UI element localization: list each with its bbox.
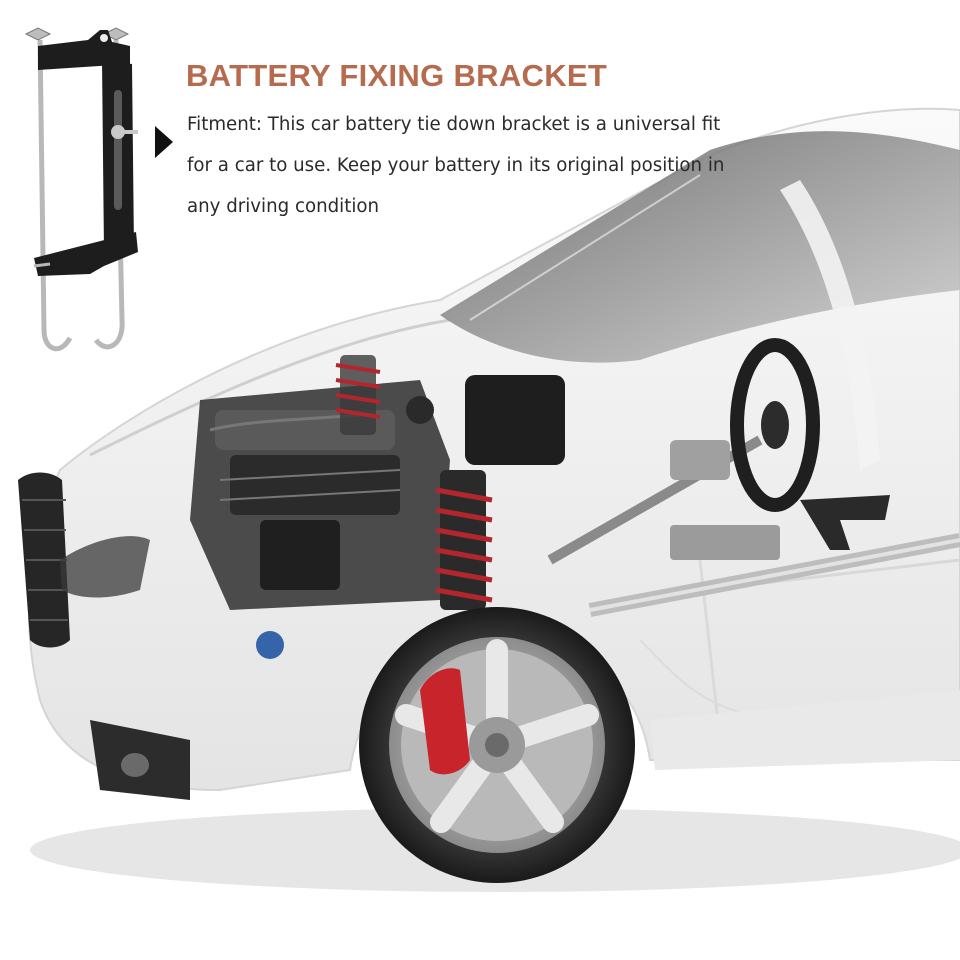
steering-column — [547, 435, 780, 565]
front-wheel — [359, 607, 635, 883]
pedal — [800, 495, 890, 550]
triangle-right-icon — [155, 126, 173, 158]
a-pillar — [780, 180, 880, 470]
product-title: BATTERY FIXING BRACKET — [186, 58, 608, 93]
threaded-rod-left — [37, 39, 73, 352]
product-description: Fitment: This car battery tie down brack… — [187, 114, 725, 217]
steering-wheel — [730, 338, 820, 512]
threaded-rod-right — [93, 39, 125, 350]
brake-caliper — [420, 668, 470, 775]
rear-coil-spring — [335, 355, 381, 435]
bracket-vertical-plate — [102, 60, 138, 252]
headlight — [60, 536, 150, 598]
front-grille — [18, 472, 70, 648]
front-coil-spring — [435, 470, 493, 610]
bracket-top-bar — [38, 30, 130, 70]
wing-nut-left — [24, 27, 52, 41]
battery-bracket-photo — [24, 27, 138, 352]
windshield — [440, 131, 960, 363]
fog-light — [90, 720, 190, 800]
drive-shaft — [588, 533, 960, 617]
bracket-bottom-bar — [33, 232, 138, 276]
